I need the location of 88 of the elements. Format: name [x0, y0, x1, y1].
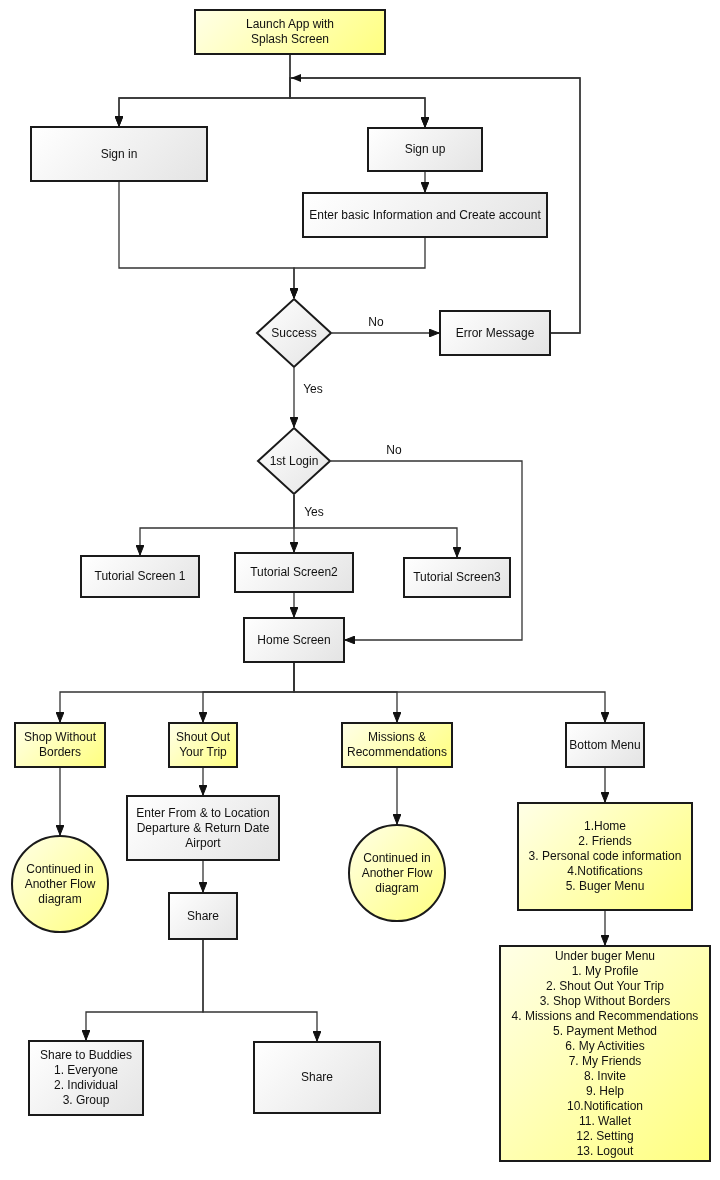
process-box	[253, 1041, 381, 1114]
process-box	[499, 945, 711, 1162]
process-box	[194, 9, 386, 55]
list-item: 3. Group	[62, 1093, 110, 1108]
list-item: 3. Shop Without Borders	[539, 993, 671, 1009]
arrow	[289, 77, 581, 334]
arrow	[420, 171, 430, 193]
process-box	[341, 722, 453, 768]
box-label: Tutorial Screen3	[413, 570, 501, 585]
process-box	[80, 555, 200, 598]
list-item: 5. Buger Menu	[565, 879, 645, 894]
list-item: 7. My Friends	[568, 1053, 642, 1069]
box-label: Error Message	[455, 325, 535, 341]
arrow	[330, 460, 523, 645]
process-box	[302, 192, 548, 238]
arrow	[198, 767, 208, 796]
process-box	[168, 722, 238, 768]
process-box	[30, 126, 208, 182]
list-item: 8. Invite	[583, 1068, 626, 1084]
arrow	[55, 767, 65, 836]
list-heading: Share to Buddies	[39, 1048, 133, 1063]
list-item: 4. Missions and Recommendations	[511, 1008, 699, 1024]
box-label: Home Screen	[257, 632, 331, 648]
decision-diamond	[256, 298, 332, 368]
arrow	[331, 328, 440, 338]
process-box	[243, 617, 345, 663]
process-box	[403, 557, 511, 598]
decision-diamond	[257, 427, 331, 495]
process-box	[28, 1040, 144, 1116]
edge-label: Yes	[302, 505, 326, 519]
list-item: 13. Logout	[576, 1143, 634, 1159]
box-label: Sign up	[404, 142, 446, 157]
arrow	[293, 494, 462, 558]
continuation-circle	[348, 824, 446, 922]
box-label: Continued in Another Flow diagram	[23, 861, 97, 907]
box-label: Sign in	[100, 146, 138, 162]
list-item: 9. Help	[585, 1083, 624, 1099]
box-label: Enter From & to Location	[136, 805, 270, 821]
process-box	[168, 892, 238, 940]
process-box	[517, 802, 693, 911]
list-item: 12. Setting	[576, 1128, 634, 1144]
box-label: Missions & Recommendations	[345, 730, 449, 760]
box-label: Shop Without Borders	[22, 730, 97, 760]
decision-label: Success	[271, 325, 317, 341]
box-label: Share	[187, 908, 219, 924]
list-item: 3. Personal code information	[528, 849, 682, 864]
list-item: 2. Friends	[578, 834, 632, 849]
decision-label: 1st Login	[269, 453, 319, 469]
box-label: Shout Out Your Trip	[174, 730, 231, 760]
process-box	[126, 795, 280, 861]
arrow	[202, 939, 322, 1042]
edge-label: No	[366, 315, 386, 329]
list-item: 5. Payment Method	[552, 1023, 657, 1039]
process-box	[14, 722, 106, 768]
arrow	[600, 910, 610, 946]
list-item: 2. Individual	[53, 1078, 118, 1093]
list-item: 6. My Activities	[565, 1038, 645, 1054]
arrow	[293, 662, 610, 723]
list-item: 2. Shout Out Your Trip	[545, 978, 665, 994]
box-label: Continued in Another Flow diagram	[360, 850, 434, 896]
arrow	[392, 767, 402, 825]
box-label: Departure & Return Date	[136, 820, 270, 836]
edge-label: No	[384, 443, 404, 457]
list-item: 4.Notifications	[567, 864, 643, 879]
box-label: Launch App with Splash Screen	[244, 17, 336, 47]
list-heading: Under buger Menu	[554, 948, 655, 964]
arrow	[198, 860, 208, 893]
box-label: Enter basic Information and Create account	[309, 207, 541, 223]
process-box	[367, 127, 483, 172]
list-item: 10.Notification	[566, 1098, 643, 1114]
continuation-circle	[11, 835, 109, 933]
arrow	[289, 592, 299, 618]
edge-label: Yes	[301, 382, 325, 396]
list-item: 11. Wallet	[578, 1113, 631, 1129]
box-label: Tutorial Screen 1	[94, 569, 186, 584]
arrow	[289, 367, 299, 428]
box-label: Share	[301, 1070, 333, 1085]
box-label: Airport	[185, 835, 221, 851]
process-box	[234, 552, 354, 593]
list-item: 1.Home	[583, 819, 626, 834]
list-item: 1. Everyone	[53, 1063, 118, 1078]
arrow	[600, 767, 610, 803]
process-box	[439, 310, 551, 356]
arrow	[289, 237, 426, 299]
box-label: Tutorial Screen2	[250, 565, 338, 580]
box-label: Bottom Menu	[569, 737, 641, 753]
process-box	[565, 722, 645, 768]
list-item: 1. My Profile	[571, 963, 639, 979]
